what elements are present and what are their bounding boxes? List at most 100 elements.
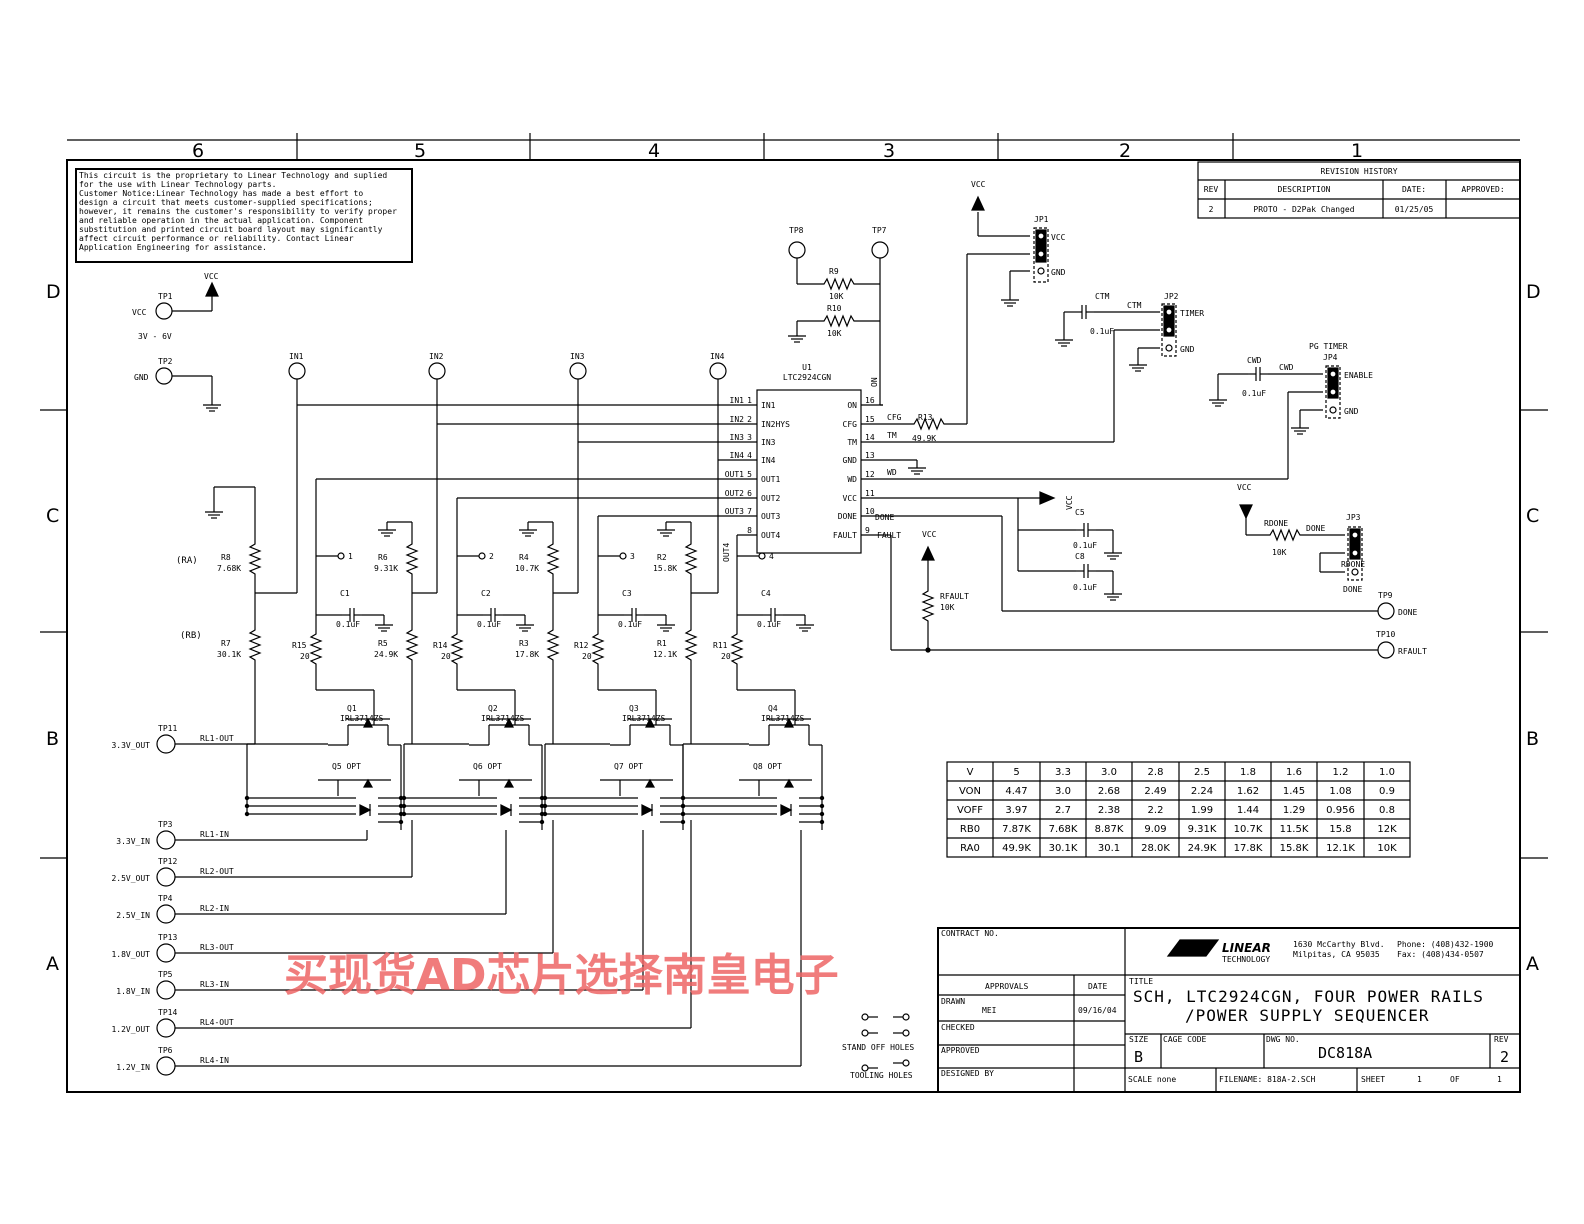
table-header-cell: 1.2 [1333, 767, 1349, 778]
rail-name-label: 2.5V_OUT [111, 874, 150, 883]
tp10-testpoint[interactable] [1377, 641, 1395, 659]
done-net-label: DONE [875, 513, 894, 522]
in3-testpoint[interactable] [569, 362, 587, 380]
description-cell: PROTO - D2Pak Changed [1253, 205, 1354, 214]
u1-pin-number: 10 [865, 507, 875, 516]
rail-testpoint[interactable] [156, 830, 176, 850]
rail-testpoint[interactable] [156, 980, 176, 1000]
u1-pin-name: IN4 [761, 456, 776, 465]
divider-resistor-top [685, 539, 697, 579]
table-header-cell: 1.6 [1286, 767, 1302, 778]
u1-pin-net: OUT1 [725, 470, 744, 479]
gate-resistor-value: 20 [300, 652, 310, 661]
ctm-label: CTM [1095, 292, 1110, 301]
table-cell: RB0 [960, 824, 980, 835]
capacitor-value: 0.1uF [618, 620, 642, 629]
channel-4: R215.8KR112.1KR1120C40.1uFQ4IRL3714ZSQ8 … [653, 521, 825, 830]
ctm-capacitor [1073, 304, 1095, 320]
vcc-arrow-icon [205, 281, 219, 297]
cage-code-header: CAGE CODE [1163, 1035, 1207, 1044]
on-network [787, 241, 889, 406]
jp4-jumper[interactable] [1325, 365, 1341, 419]
notice-line: This circuit is the proprietary to Linea… [79, 171, 387, 180]
gate-resistor-value: 20 [441, 652, 451, 661]
in4-testpoint[interactable] [709, 362, 727, 380]
resistor-refdes: R2 [657, 553, 667, 562]
resistor-value: 12.1K [653, 650, 677, 659]
tp1-testpoint[interactable] [155, 302, 173, 320]
table-cell: 2.24 [1191, 786, 1213, 797]
rail-testpoint[interactable] [156, 1056, 176, 1076]
jp2-jumper[interactable] [1161, 303, 1177, 357]
u1-pin-name: ON [847, 401, 857, 410]
rfault-resistor [922, 586, 934, 626]
u1-pin-number: 11 [865, 489, 875, 498]
gate-resistor-refdes: R11 [713, 641, 728, 650]
sheet-header: SHEET [1361, 1075, 1385, 1084]
mosfet-icon [503, 778, 515, 788]
jp1-label: JP1 [1034, 215, 1049, 224]
table-cell: 1.62 [1237, 786, 1259, 797]
rail-testpoint[interactable] [156, 1018, 176, 1038]
table-cell: 10K [1377, 843, 1397, 854]
tooling-holes-label: TOOLING HOLES [850, 1071, 913, 1080]
rail-testpoint[interactable] [156, 867, 176, 887]
designed-label: DESIGNED BY [941, 1069, 994, 1078]
revision-history: REVISION HISTORY REV DESCRIPTION DATE: A… [1197, 161, 1521, 219]
jp3-jumper[interactable] [1347, 526, 1363, 581]
rdone-label: RDONE [1264, 519, 1288, 528]
mosfet-part: IRL3714ZS [622, 714, 666, 723]
resistor-refdes: R5 [378, 639, 388, 648]
notice-line: for the use with Linear Technology parts… [79, 180, 276, 189]
u1-pin-number: 14 [865, 433, 875, 442]
contract-no: CONTRACT NO. [941, 929, 999, 938]
zone-row-c-right: C [1526, 505, 1539, 527]
notice-line: however, it remains the customer's respo… [79, 207, 397, 216]
ground-icon [377, 529, 397, 537]
revision-title: REVISION HISTORY [1320, 167, 1397, 176]
tp9-testpoint[interactable] [1377, 602, 1395, 620]
ground-icon [515, 624, 535, 632]
in2-testpoint[interactable] [428, 362, 446, 380]
rail-testpoint[interactable] [156, 943, 176, 963]
watermark-text: 买现货AD芯片选择南皇电子 [284, 950, 839, 1001]
tp8-testpoint[interactable] [788, 241, 806, 259]
linear-logo-sub: TECHNOLOGY [1222, 955, 1270, 964]
u1-pin-number: 1 [747, 396, 752, 405]
table-cell: 2.7 [1055, 805, 1071, 816]
sense-label: 2 [489, 552, 494, 561]
ground-icon [1103, 552, 1123, 560]
c8-value: 0.1uF [1073, 583, 1097, 592]
in1-testpoint[interactable] [288, 362, 306, 380]
rail-name-label: 3.3V_OUT [111, 741, 150, 750]
table-cell: 49.9K [1002, 843, 1031, 854]
diode-icon [359, 804, 372, 816]
channel-networks: R87.68KR730.1KR1520C10.1uFQ1IRL3714ZSQ5 … [176, 486, 825, 830]
sense-testpoint [758, 552, 766, 560]
rail-testpoint[interactable] [156, 734, 176, 754]
jp1-jumper[interactable] [1033, 227, 1049, 283]
rail-testpoint[interactable] [156, 904, 176, 924]
vcc-label: VCC [922, 530, 937, 539]
tp2-testpoint[interactable] [155, 367, 173, 385]
ground-icon [787, 335, 807, 343]
u1-pin-name: OUT2 [761, 494, 780, 503]
rail-tp-label: TP12 [158, 857, 177, 866]
resistor-value: 15.8K [653, 564, 677, 573]
table-cell: 12K [1377, 824, 1397, 835]
ground-icon [795, 624, 815, 632]
tp7-testpoint[interactable] [871, 241, 889, 259]
ground-icon [1054, 339, 1074, 347]
scale: SCALE none [1128, 1075, 1176, 1084]
table-cell: 2.38 [1098, 805, 1120, 816]
vcc-label: VCC [1065, 495, 1074, 510]
table-cell: 7.87K [1002, 824, 1031, 835]
table-cell: 28.0K [1141, 843, 1170, 854]
rail-tp-label: TP5 [158, 970, 173, 979]
fax: Fax: (408)434-0507 [1397, 950, 1484, 959]
channel-2: R69.31KR524.9KR1420C20.1uFQ2IRL3714ZSQ6 … [374, 521, 545, 830]
resistor-refdes: R1 [657, 639, 667, 648]
